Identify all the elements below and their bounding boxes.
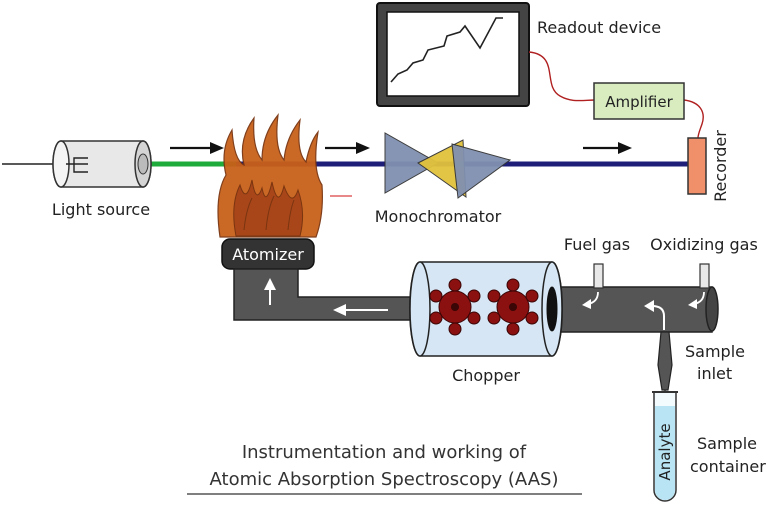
sample-container: Analyte Sample container xyxy=(652,391,766,502)
amplifier: Amplifier xyxy=(593,82,685,120)
beam-arrow-1 xyxy=(170,142,224,154)
sample-inlet-label-1: Sample xyxy=(685,342,745,361)
sample-inlet-label-2: inlet xyxy=(697,364,732,383)
light-source-label: Light source xyxy=(52,200,150,219)
monochromator: Monochromator xyxy=(375,132,512,226)
tube-arrow-left xyxy=(333,304,388,316)
title-line-2: Atomic Absorption Spectroscopy (AAS) xyxy=(210,469,559,490)
atomizer: Atomizer xyxy=(221,238,315,270)
sample-flow-arrow xyxy=(644,300,665,330)
beam-arrow-2 xyxy=(325,142,370,154)
chopper: Chopper xyxy=(409,261,563,385)
readout-device-label: Readout device xyxy=(537,18,661,37)
title-line-1: Instrumentation and working of xyxy=(242,442,527,463)
monochromator-label: Monochromator xyxy=(375,207,502,226)
sample-container-label-1: Sample xyxy=(697,434,757,453)
oxidizing-gas-inlet xyxy=(699,263,710,289)
beam-arrow-3 xyxy=(583,142,632,154)
fuel-flow-arrow xyxy=(582,291,599,309)
light-source-lamp: Light source xyxy=(52,140,152,219)
analyte-label: Analyte xyxy=(656,423,674,480)
chopper-gear-2 xyxy=(487,278,539,336)
oxidizing-gas-label: Oxidizing gas xyxy=(650,235,758,254)
tube-arrow-up xyxy=(264,278,276,305)
chopper-label: Chopper xyxy=(452,366,520,385)
oxidizer-flow-arrow xyxy=(688,291,705,309)
chopper-gear-1 xyxy=(429,278,481,336)
recorder: Recorder xyxy=(687,130,730,202)
flame xyxy=(217,112,323,238)
fuel-gas-inlet xyxy=(593,263,604,289)
amplifier-label: Amplifier xyxy=(605,93,673,111)
wire-amplifier-recorder xyxy=(683,99,704,139)
sample-inlet: Sample inlet xyxy=(657,331,745,440)
recorder-label: Recorder xyxy=(711,130,730,202)
sample-container-label-2: container xyxy=(690,457,766,476)
fuel-gas-label: Fuel gas xyxy=(564,235,630,254)
readout-device: Readout device xyxy=(376,2,661,107)
wire-readout-amplifier xyxy=(528,51,596,102)
readout-signal-trace xyxy=(390,17,503,83)
feed-tube xyxy=(233,268,413,321)
gas-mixing-tube xyxy=(559,286,719,333)
diagram-title: Instrumentation and working of Atomic Ab… xyxy=(187,442,582,495)
atomizer-label: Atomizer xyxy=(232,245,304,264)
